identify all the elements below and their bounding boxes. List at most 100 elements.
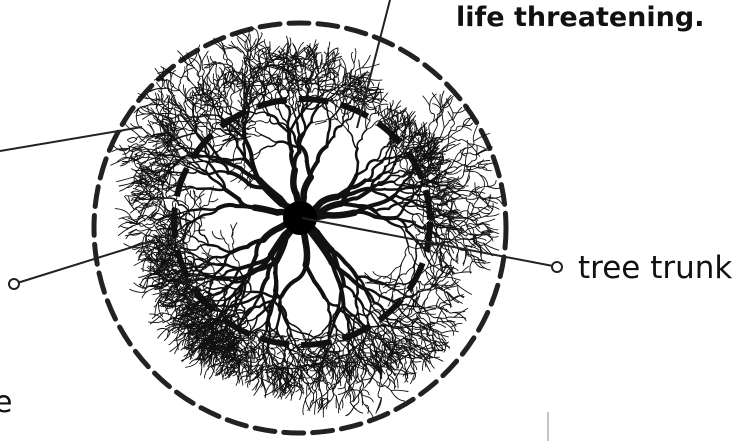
root-segment <box>316 400 319 408</box>
root-segment <box>298 106 300 115</box>
root-segment <box>473 200 477 207</box>
root-segment <box>427 315 430 322</box>
root-segment <box>174 155 187 157</box>
root-segment <box>362 395 374 402</box>
root-segment <box>244 144 245 158</box>
root-segment <box>473 171 480 175</box>
root-segment <box>344 286 354 297</box>
root-segment <box>315 331 323 337</box>
root-segment <box>216 64 218 81</box>
root-segment <box>355 316 367 327</box>
root-segment <box>193 66 198 71</box>
root-segment <box>118 226 133 236</box>
root-segment <box>174 74 182 78</box>
root-segment <box>217 288 227 290</box>
root-segment <box>358 388 360 397</box>
root-segment <box>352 390 354 402</box>
root-segment <box>391 391 405 402</box>
root-segment <box>127 140 136 143</box>
root-segment <box>195 221 200 227</box>
root-segment <box>184 111 192 118</box>
root-segment <box>455 272 462 273</box>
root-segment <box>221 134 228 136</box>
root-segment <box>326 86 336 88</box>
root-segment <box>257 98 260 103</box>
root-segment <box>472 204 478 208</box>
root-segment <box>222 106 229 107</box>
root-segment <box>472 167 480 170</box>
root-segment <box>120 145 127 158</box>
root-segment <box>382 345 383 353</box>
root-segment <box>221 230 225 239</box>
root-segment <box>350 394 351 403</box>
root-segment <box>250 127 256 131</box>
root-segment <box>269 93 272 98</box>
root-segment <box>264 40 269 52</box>
root-segment <box>251 292 266 294</box>
root-segment <box>458 124 464 131</box>
root-segment <box>157 328 169 331</box>
root-segment <box>265 382 272 397</box>
root-segment <box>429 122 433 132</box>
root-segment <box>451 131 458 136</box>
root-segment <box>444 121 449 128</box>
root-segment <box>419 313 435 314</box>
root-segment <box>286 106 290 120</box>
root-segment <box>137 230 144 232</box>
root-segment <box>170 198 179 205</box>
root-segment <box>305 241 307 265</box>
root-segment <box>376 398 382 413</box>
root-segment <box>137 106 147 113</box>
root-segment <box>313 392 314 400</box>
root-segment <box>328 310 330 323</box>
root-segment <box>207 288 217 290</box>
root-segment <box>451 120 455 127</box>
root-segment <box>325 297 329 310</box>
root-segment <box>454 161 468 168</box>
root-segment <box>314 282 324 298</box>
root-segment <box>440 128 444 139</box>
root-segment <box>313 88 318 92</box>
root-segment <box>225 189 239 199</box>
root-segment <box>162 159 167 162</box>
root-segment <box>176 121 184 122</box>
root-segment <box>356 293 358 309</box>
root-segment <box>394 101 401 117</box>
root-segment <box>434 264 435 272</box>
root-segment <box>228 173 246 181</box>
root-segment <box>428 290 431 297</box>
root-segment <box>160 290 173 293</box>
root-segment <box>199 227 204 236</box>
root-segment <box>373 272 381 277</box>
root-segment <box>373 162 383 170</box>
root-segment <box>472 155 477 161</box>
root-segment <box>197 124 203 132</box>
root-segment <box>398 355 408 368</box>
root-segment <box>211 189 225 190</box>
root-segment <box>190 140 192 148</box>
root-segment <box>122 218 133 222</box>
root-segment <box>442 331 459 333</box>
root-segment <box>255 208 278 213</box>
root-segment <box>155 214 164 217</box>
root-segment <box>195 161 206 162</box>
root-segment <box>304 375 308 383</box>
root-segment <box>478 161 490 163</box>
root-segment <box>429 306 439 308</box>
root-segment <box>187 65 188 73</box>
root-segment <box>190 236 198 241</box>
root-segment <box>163 88 171 89</box>
root-segment <box>302 89 306 93</box>
root-segment <box>209 199 218 202</box>
root-segment <box>197 71 202 76</box>
root-segment <box>216 142 227 154</box>
root-segment <box>434 123 438 133</box>
root-segment <box>315 391 317 400</box>
root-segment <box>318 85 319 96</box>
root-segment <box>203 208 218 210</box>
root-segment <box>128 138 137 140</box>
root-segment <box>231 87 234 93</box>
root-segment <box>260 146 268 151</box>
root-segment <box>292 93 293 100</box>
